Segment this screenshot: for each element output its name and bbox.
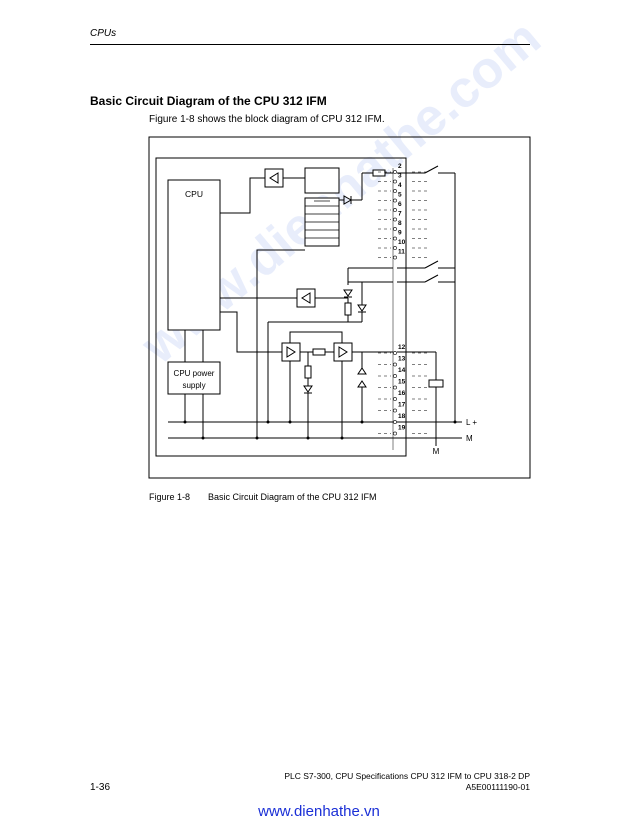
terminal-label: 5: [398, 192, 402, 199]
buffer-mid: [296, 288, 316, 308]
terminal-point: [393, 198, 397, 203]
intro-text: Figure 1-8 shows the block diagram of CP…: [149, 114, 385, 125]
terminal-label: 3: [398, 173, 402, 180]
terminal-label: 4: [398, 182, 402, 189]
terminal-point: [393, 351, 397, 355]
terminal-label: 6: [398, 201, 402, 208]
terminal-point: [393, 385, 397, 390]
terminal-label: 8: [398, 220, 402, 227]
display-block: [304, 167, 340, 194]
terminal-point: [393, 189, 397, 193]
buffer-top: [264, 168, 284, 188]
terminal-point: [393, 217, 397, 222]
footer-doc-title: PLC S7-300, CPU Specifications CPU 312 I…: [284, 771, 530, 781]
terminal-point: [393, 255, 397, 260]
terminal-label: 14: [398, 367, 406, 374]
cpu-label: CPU: [185, 189, 203, 199]
led-diode: [343, 195, 353, 205]
rail-lplus-label: L +: [466, 418, 477, 427]
resistor-mid: [344, 302, 352, 316]
rail-m-label: M: [466, 434, 473, 443]
amp-right: [333, 342, 353, 362]
load-coil: [428, 379, 444, 388]
terminal-label: 10: [398, 239, 406, 246]
psu-label-2: supply: [182, 381, 205, 390]
page-number: 1-36: [90, 782, 111, 793]
terminal-point: [393, 179, 397, 184]
terminal-label: 7: [398, 211, 402, 218]
terminal-label: 13: [398, 356, 406, 363]
terminal-point: [393, 408, 397, 413]
terminal-label: 15: [398, 379, 406, 386]
psu-block: [167, 361, 221, 395]
terminal-label: 12: [398, 344, 406, 351]
terminal-point: [393, 227, 397, 231]
header-rule: [90, 44, 530, 45]
terminal-label: 16: [398, 390, 406, 397]
resistor-top: [372, 169, 386, 177]
terminal-point: [393, 420, 397, 424]
m-label: M: [433, 447, 440, 456]
terminal-point: [393, 397, 397, 401]
terminal-label: 2: [398, 163, 402, 170]
figure-caption: Basic Circuit Diagram of the CPU 312 IFM: [208, 492, 377, 502]
terminal-label: 9: [398, 230, 402, 237]
figure-frame: [148, 136, 531, 479]
psu-label-1: CPU power: [174, 369, 215, 378]
terminal-point: [393, 362, 397, 367]
terminal-point: [393, 431, 397, 436]
amp-left: [281, 342, 301, 362]
footer-doc-id: A5E00111190-01: [465, 782, 530, 792]
footer-url[interactable]: www.dienhathe.vn: [258, 803, 380, 820]
section-title: Basic Circuit Diagram of the CPU 312 IFM: [90, 94, 327, 108]
figure-number: Figure 1-8: [149, 492, 191, 502]
terminal-point: [393, 170, 397, 174]
terminal-point: [393, 208, 397, 212]
terminal-label: 19: [398, 425, 406, 432]
terminal-point: [393, 236, 397, 241]
module-frame: [155, 157, 407, 457]
terminal-label: 11: [398, 249, 405, 256]
running-header: CPUs: [90, 28, 117, 39]
terminal-point: [393, 374, 397, 378]
terminal-label: 18: [398, 413, 406, 420]
terminal-label: 17: [398, 402, 406, 409]
cpu-block: [167, 179, 221, 331]
terminal-point: [393, 246, 397, 250]
